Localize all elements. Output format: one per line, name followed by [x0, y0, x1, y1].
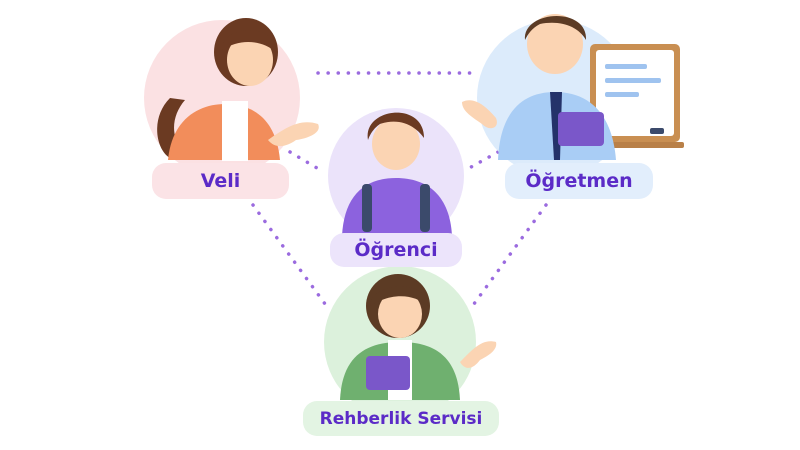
connector-ogretmen-rehberlik [469, 203, 548, 310]
label-ogretmen-text: Öğretmen [525, 170, 633, 192]
connector-veli-ogrenci [288, 150, 324, 173]
label-ogrenci: Öğrenci [330, 233, 462, 267]
whiteboard-icon [590, 44, 684, 148]
label-veli-text: Veli [200, 170, 241, 192]
teacher-figure [462, 14, 616, 160]
parent-figure [157, 18, 319, 161]
student-figure [342, 112, 452, 236]
connector-ogretmen-ogrenci [462, 150, 500, 173]
label-rehberlik: Rehberlik Servisi [303, 401, 499, 436]
counselor-figure [340, 274, 497, 400]
label-ogretmen: Öğretmen [505, 163, 653, 199]
label-veli: Veli [152, 163, 289, 199]
label-ogrenci-text: Öğrenci [354, 239, 438, 261]
label-rehberlik-text: Rehberlik Servisi [319, 408, 483, 429]
connector-veli-rehberlik [251, 203, 330, 310]
